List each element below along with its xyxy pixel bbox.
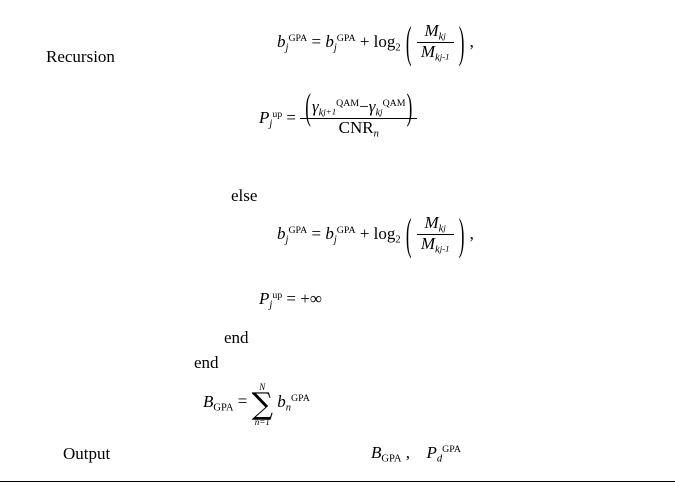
end-keyword-outer: end <box>194 353 219 372</box>
eq1-comma: , <box>469 31 474 51</box>
equation-b-gpa-sum: BGPA = N ∑ n=1 bnGPA <box>203 381 310 427</box>
eq2-right-paren: ) <box>406 86 413 129</box>
recursion-label: Recursion <box>46 47 115 66</box>
eq6-term2: PdGPA <box>426 443 461 465</box>
eq4-lhs: Pjup <box>259 289 283 311</box>
eq6-term1: BGPA <box>371 443 402 465</box>
eq2-lhs: Pjup <box>259 107 283 130</box>
sum-lower-limit: n=1 <box>254 416 270 427</box>
eq3-comma: , <box>469 223 474 243</box>
equation-output-terms: BGPA , PdGPA <box>371 444 461 465</box>
eq1-left-paren: ( <box>405 18 412 68</box>
eq3-left-paren: ( <box>405 210 412 260</box>
eq3-plus: + <box>359 223 370 243</box>
eq2-fraction: (γkj+1QAM−γkjQAM) CNRn <box>300 88 418 140</box>
eq3-denominator: Mkj-1 <box>416 234 454 256</box>
eq1-equals: = <box>311 31 322 51</box>
eq2-numerator: (γkj+1QAM−γkjQAM) <box>300 88 417 127</box>
eq1-right-paren: ) <box>458 18 465 68</box>
eq1-rhs-term: bjGPA <box>325 31 356 54</box>
eq3-lhs: bjGPA <box>277 223 308 246</box>
eq1-log: log2 <box>373 31 401 54</box>
eq3-rhs-term: bjGPA <box>325 223 356 246</box>
eq2-left-paren: ( <box>305 86 311 129</box>
eq1-plus: + <box>359 31 370 51</box>
eq3-equals: = <box>311 223 322 243</box>
eq4-rhs: +∞ <box>300 289 322 308</box>
eq4-equals: = <box>286 289 297 308</box>
eq2-gamma-kj: γkjQAM <box>368 97 406 119</box>
else-keyword: else <box>231 186 258 205</box>
eq1-lhs: bjGPA <box>277 31 308 54</box>
bottom-horizontal-rule <box>0 481 675 482</box>
eq3-log: log2 <box>373 223 401 246</box>
eq6-comma: , <box>405 443 410 462</box>
eq1-numerator: Mkj <box>424 21 446 43</box>
eq3-right-paren: ) <box>458 210 465 260</box>
sum-sigma-icon: ∑ <box>251 387 274 422</box>
eq1-denominator: Mkj-1 <box>416 42 454 64</box>
eq2-denominator: CNRn <box>300 118 418 140</box>
summation-operator: N ∑ n=1 <box>252 383 273 427</box>
equation-pj-up-infinity: Pjup = +∞ <box>259 290 322 311</box>
equation-pj-up-recursion: Pjup = (γkj+1QAM−γkjQAM) CNRn <box>259 88 418 140</box>
eq2-minus: − <box>359 97 369 116</box>
equation-bj-gpa-else: bjGPA = bjGPA + log2 ( Mkj Mkj-1 ) , <box>277 210 474 260</box>
eq5-summand: bnGPA <box>277 391 310 414</box>
sum-upper-limit: N <box>259 382 266 392</box>
output-label: Output <box>63 444 111 463</box>
eq5-equals: = <box>237 391 248 411</box>
eq3-numerator: Mkj <box>424 213 446 235</box>
eq1-fraction: Mkj Mkj-1 <box>416 21 454 64</box>
eq2-gamma-kj1: γkj+1QAM <box>311 97 360 119</box>
equation-bj-gpa-recursion: bjGPA = bjGPA + log2 ( Mkj Mkj-1 ) , <box>277 18 474 68</box>
eq5-lhs: BGPA <box>203 391 234 414</box>
eq2-equals: = <box>286 107 297 127</box>
eq3-fraction: Mkj Mkj-1 <box>416 213 454 256</box>
end-keyword-inner: end <box>224 328 249 347</box>
